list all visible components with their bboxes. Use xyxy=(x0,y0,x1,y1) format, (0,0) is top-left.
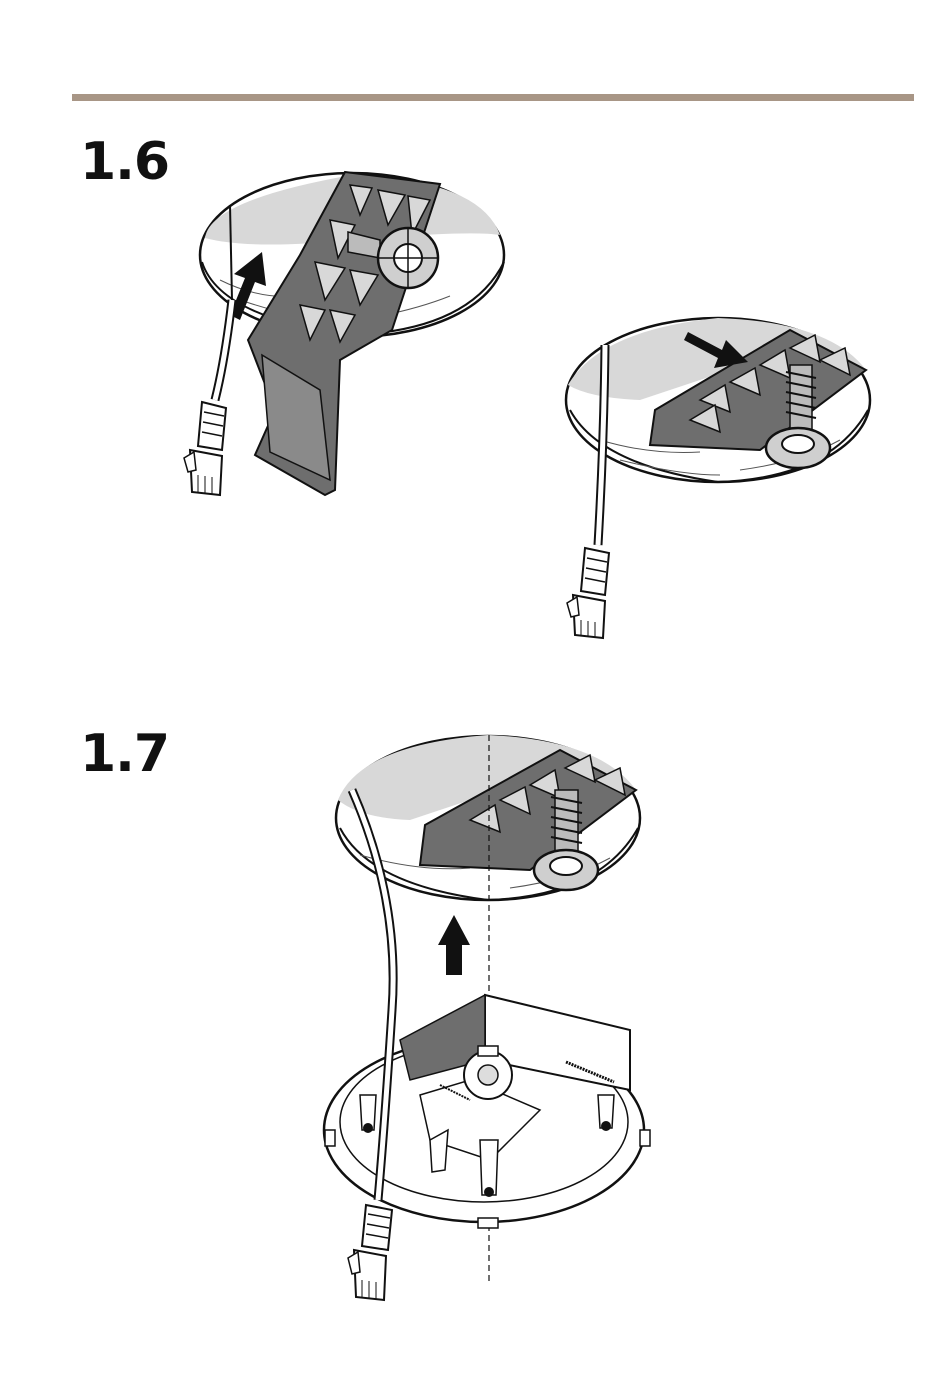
camera-base-mount-illustration xyxy=(324,735,650,1300)
ceiling-bracket-screw-detail-illustration xyxy=(566,318,870,638)
ceiling-bracket-install-illustration xyxy=(184,172,504,495)
